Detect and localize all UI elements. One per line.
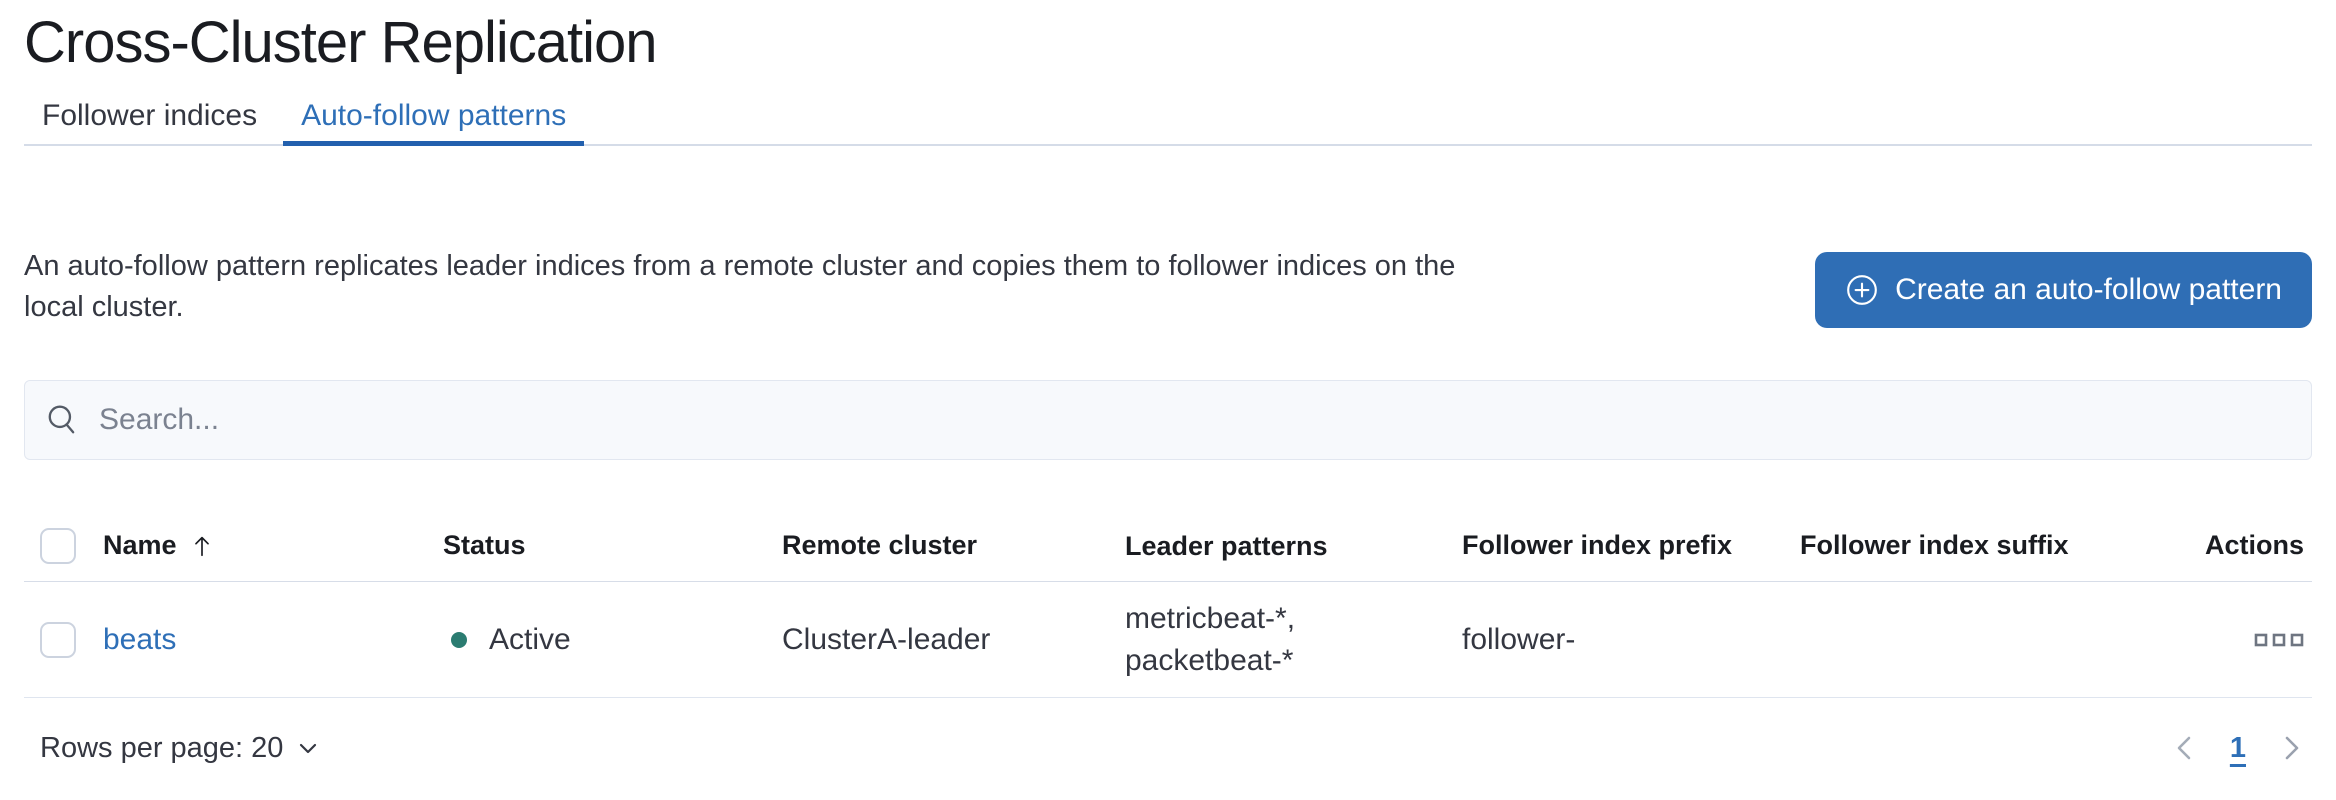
search-bar: [24, 380, 2312, 460]
status-label: Active: [489, 622, 571, 656]
previous-page-button[interactable]: [2172, 731, 2196, 765]
column-header-status: Status: [443, 530, 526, 560]
cell-remote-cluster: ClusterA-leader: [782, 622, 991, 656]
rows-per-page-button[interactable]: Rows per page: 20: [40, 732, 321, 765]
cell-leader-patterns: metricbeat-*, packetbeat-*: [1125, 601, 1296, 677]
row-actions-button[interactable]: [2254, 633, 2304, 647]
page-description: An auto-follow pattern replicates leader…: [24, 250, 1456, 323]
pattern-name-link[interactable]: beats: [103, 622, 177, 656]
column-header-name-label: Name: [103, 530, 177, 560]
next-page-button[interactable]: [2280, 731, 2304, 765]
page-number-1[interactable]: 1: [2229, 731, 2246, 764]
cross-cluster-replication-page: Cross-Cluster Replication Follower indic…: [24, 10, 2312, 776]
tab-auto-follow-patterns[interactable]: Auto-follow patterns: [283, 92, 585, 146]
column-header-follower-index-suffix: Follower index suffix: [1800, 530, 2069, 560]
create-auto-follow-pattern-button[interactable]: Create an auto-follow pattern: [1815, 252, 2312, 328]
auto-follow-patterns-table: Name Status Remote cluster Leader patter…: [24, 510, 2312, 776]
row-select-checkbox[interactable]: [40, 621, 76, 658]
create-button-label: Create an auto-follow pattern: [1895, 273, 2282, 306]
column-header-leader-patterns: Leader patterns: [1125, 530, 1328, 561]
search-icon: [45, 403, 79, 437]
tab-follower-indices[interactable]: Follower indices: [24, 92, 275, 144]
table-footer: Rows per page: 20 1: [24, 720, 2312, 776]
page-title: Cross-Cluster Replication: [24, 10, 658, 75]
rows-per-page-label: Rows per page: 20: [40, 731, 284, 764]
header-checkbox-cell: [24, 527, 103, 564]
tab-bar: Follower indices Auto-follow patterns: [24, 92, 2312, 146]
cell-status: Active: [443, 623, 782, 657]
cell-actions: [2192, 633, 2312, 647]
row-checkbox-cell: [24, 621, 103, 658]
cell-follower-index-prefix: follower-: [1462, 622, 1576, 656]
status-active-dot-icon: [451, 631, 467, 648]
table-row: beats Active ClusterA-leader metricbeat-…: [24, 582, 2312, 698]
pagination: 1: [2172, 731, 2304, 765]
plus-in-circle-icon: [1845, 273, 1879, 307]
column-header-name[interactable]: Name: [103, 530, 443, 561]
sort-ascending-icon: [189, 533, 215, 559]
select-all-checkbox[interactable]: [40, 527, 76, 564]
column-header-remote-cluster: Remote cluster: [782, 530, 978, 560]
table-header-row: Name Status Remote cluster Leader patter…: [24, 510, 2312, 582]
cell-name: beats: [103, 623, 443, 657]
column-header-follower-index-prefix: Follower index prefix: [1462, 530, 1733, 560]
chevron-left-icon: [2172, 731, 2196, 765]
search-input[interactable]: [97, 402, 2291, 438]
chevron-right-icon: [2280, 731, 2304, 765]
column-header-actions: Actions: [2204, 530, 2304, 560]
boxes-horizontal-icon: [2254, 633, 2304, 647]
chevron-down-icon: [295, 735, 321, 761]
intro-section: An auto-follow pattern replicates leader…: [24, 246, 2312, 328]
